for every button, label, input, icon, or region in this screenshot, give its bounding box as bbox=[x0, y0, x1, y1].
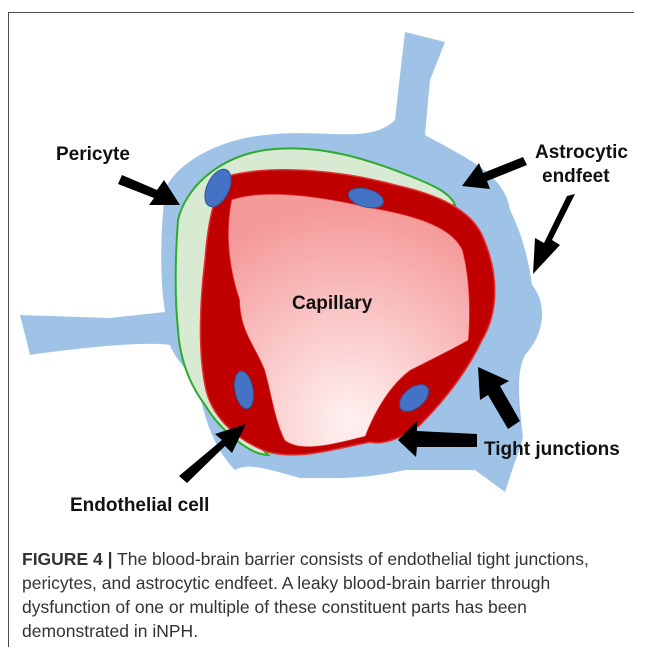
label-pericyte: Pericyte bbox=[56, 144, 130, 165]
figure-caption: FIGURE 4 | The blood-brain barrier consi… bbox=[22, 547, 632, 643]
caption-label: FIGURE 4 | bbox=[22, 549, 112, 569]
label-tight-junctions: Tight junctions bbox=[484, 439, 620, 460]
arrow-astrocytic-right bbox=[533, 194, 575, 274]
label-astrocytic-line1: Astrocytic bbox=[535, 142, 628, 163]
label-endothelial-cell: Endothelial cell bbox=[70, 495, 209, 516]
label-capillary: Capillary bbox=[292, 293, 373, 314]
label-astrocytic-line2: endfeet bbox=[542, 166, 610, 187]
bbb-diagram: Pericyte Astrocytic endfeet Capillary Ti… bbox=[0, 0, 649, 545]
